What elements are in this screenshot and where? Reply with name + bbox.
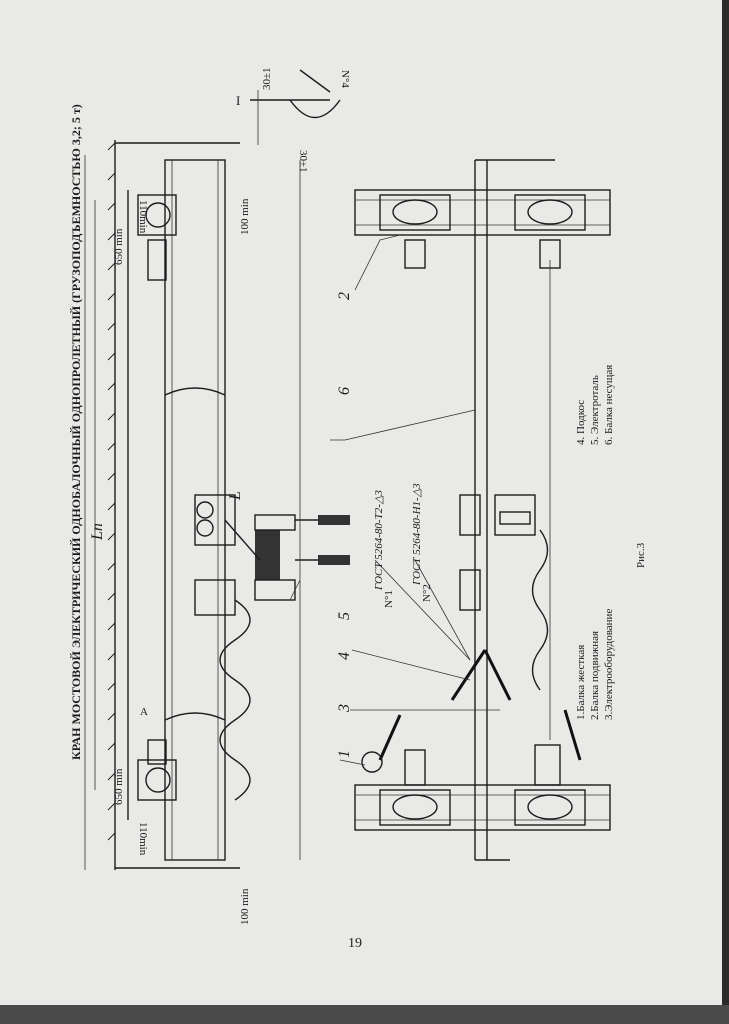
legend-item-5: 5. Электроталь [589, 375, 601, 445]
n-mark: N°4 [339, 70, 351, 88]
paper-sheet [0, 0, 725, 1005]
legend-item-1: 1.Балка жесткая [575, 645, 587, 720]
callout-4: 4 [336, 652, 353, 660]
drawing-title: КРАН МОСТОВОЙ ЭЛЕКТРИЧЕСКИЙ ОДНОБАЛОЧНЫЙ… [69, 104, 83, 760]
weld-label-2: ГОСТ 5264-80-Н1-△3 [411, 483, 423, 586]
weld-mark-1: N°1 [383, 590, 395, 608]
dim-100-bottom: 100 min [239, 888, 251, 925]
l-label: L [227, 491, 244, 501]
dim-650-bottom: 650 min [113, 768, 125, 805]
legend-right: 4. Подкос 5. Электроталь 6. Балка несуща… [575, 365, 615, 445]
section-detail: 30±1 30±1 I N°4 [236, 67, 351, 172]
legend-item-3: 3.Электрооборудование [603, 609, 615, 720]
callout-6: 6 [336, 387, 353, 395]
callout-1: 1 [336, 750, 353, 758]
page-bottom-edge [0, 1005, 729, 1024]
plan-view [289, 159, 611, 861]
legend-item-4: 4. Подкос [575, 400, 587, 445]
dim-30-top: 30±1 [261, 67, 273, 90]
callout-2: 2 [336, 292, 353, 300]
dim-650-top: 650 min [113, 228, 125, 265]
dim-100-top: 100 min [239, 198, 251, 235]
dim-110-top: 110min [137, 200, 149, 234]
span-label: Lп [89, 523, 106, 541]
dim-110-bottom: 110min [137, 822, 149, 856]
figure-label: Рис.3 [635, 542, 647, 568]
view-a: A [140, 706, 148, 718]
section-mark-i: I [236, 93, 240, 108]
legend-left: 1.Балка жесткая 2.Балка подвижная 3.Элек… [575, 609, 615, 720]
weld-label-1: ГОСТ 5264-80-Т2-△3 [373, 490, 385, 591]
legend-item-2: 2.Балка подвижная [589, 631, 601, 720]
elevation-view: Lп L 110min 110min 650 min 650 min 100 m… [84, 140, 350, 925]
weld-mark-2: N°2 [421, 584, 433, 602]
callout-5: 5 [336, 612, 353, 620]
dim-30-side: 30±1 [297, 150, 309, 173]
callout-3: 3 [336, 704, 353, 713]
legend-item-6: 6. Балка несущая [603, 365, 615, 445]
hoist-assembly [194, 494, 350, 616]
page-number: 19 [348, 936, 362, 951]
page-edge [722, 0, 729, 1024]
